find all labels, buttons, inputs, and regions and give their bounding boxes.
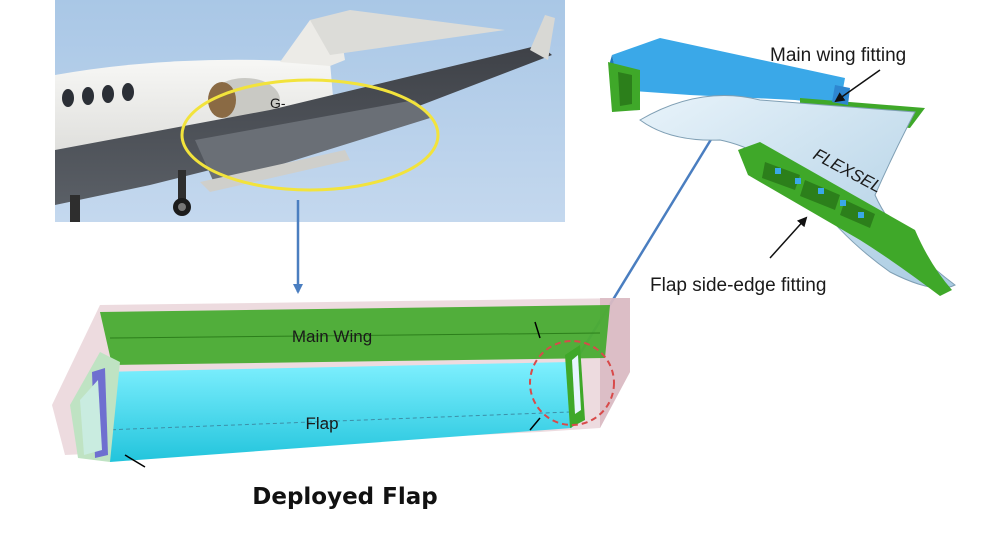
cad-flap-model (52, 298, 630, 468)
highlight-ellipse (180, 78, 440, 192)
aircraft-photo: G- (55, 0, 565, 222)
main-wing-fitting-leader (834, 69, 881, 103)
flap-side-edge-fitting-leader (769, 216, 808, 259)
cad-flap-surface (100, 362, 572, 462)
side-edge-highlight-circle (529, 340, 615, 426)
flap-label: Flap (305, 414, 338, 433)
main-wing-fitting-label: Main wing fitting (770, 45, 906, 66)
main-wing-fitting-plate (612, 38, 845, 105)
main-wing-label: Main Wing (292, 327, 372, 346)
flexsel-fitting-model (608, 38, 956, 296)
aircraft-registration: G- (270, 95, 286, 111)
flap-side-edge-fitting-label: Flap side-edge fitting (650, 275, 826, 296)
figure-caption: Deployed Flap (252, 484, 438, 510)
